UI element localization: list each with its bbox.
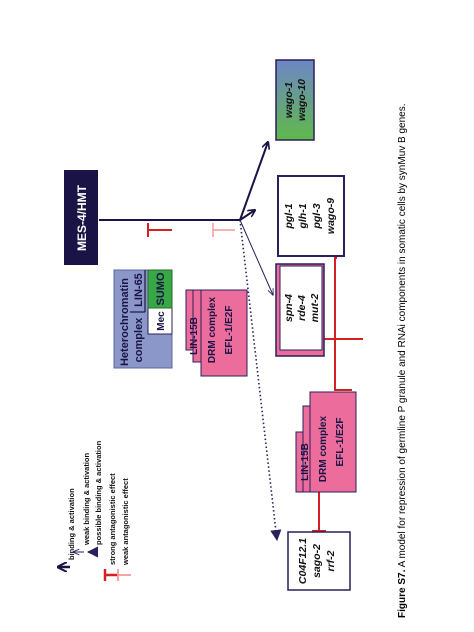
wago-box [275, 59, 315, 141]
c04-line-3: rrf-2 [325, 550, 337, 571]
drm-complex-lower-node: LIN-15B DRM complex EFL-1/E2F [295, 391, 357, 493]
drm-lower-drm: DRM complex [318, 416, 329, 483]
wago-line-2: wago-10 [296, 79, 308, 121]
drm-upper-efl: EFL-1/E2F [224, 306, 235, 355]
edge-drm-lower-pgl-inhibit [334, 257, 352, 391]
drm-upper-drm: DRM complex [207, 297, 218, 364]
drm-lower-lin15b: LIN-15B [300, 443, 311, 481]
pgl-box-node: pgl-1 glh-1 pgl-3 wago-9 [277, 175, 345, 257]
legend-label: weak antagonistic effect [121, 478, 130, 566]
legend-item-weak: weak antagonistic effect [117, 478, 131, 581]
legend-item-strong: strong antagonistic effect [103, 473, 118, 581]
pgl-line-4: wago-9 [325, 198, 337, 234]
drm-lower-efl: EFL-1/E2F [335, 418, 346, 467]
edges [99, 142, 363, 542]
spn-line-1: spn-4 [283, 294, 295, 322]
drm-upper-stack-1 [200, 289, 248, 377]
legend-label: binding & activation [67, 488, 76, 560]
rotated-figure: Figure S7. A model for repression of ger… [58, 59, 408, 618]
mec-label: Mec [156, 311, 167, 331]
spn-line-3: mut-2 [309, 294, 321, 323]
edge-mes4-spn [239, 219, 273, 295]
pgl-box [277, 175, 345, 257]
legend: binding & activation weak binding & acti… [58, 440, 131, 581]
caption-text: A model for repression of germline P gra… [397, 103, 408, 569]
c04-line-1: C04F12.1 [297, 538, 309, 584]
c04-box [287, 531, 351, 591]
spn-line-2: rde-4 [296, 295, 308, 321]
drm-lower-stack-1 [309, 391, 357, 493]
legend-item-dotted: possible binding & activation [86, 440, 103, 558]
lin65-label: LIN-65 [133, 273, 145, 307]
heterochromatin-label-2: complex [133, 317, 145, 363]
sumo-label: SUMO [155, 272, 167, 305]
legend-item-bold: binding & activation [58, 488, 76, 567]
spn-box-node: spn-4 rde-4 mut-2 [275, 263, 325, 357]
edge-mes4-c04 [239, 219, 282, 542]
figure-caption: Figure S7. A model for repression of ger… [397, 103, 408, 618]
pgl-line-3: pgl-3 [311, 203, 323, 229]
spn-inner-box [279, 265, 323, 351]
mes4-hmt-node: MES-4/HMT [64, 170, 98, 265]
legend-label: possible binding & activation [94, 440, 103, 545]
mes4-hmt-label: MES-4/HMT [75, 184, 89, 251]
drm-upper-lin15b: LIN-15B [189, 317, 200, 355]
c04-box-node: C04F12.1 sago-2 rrf-2 [287, 531, 351, 591]
wago-box-node: wago-1 wago-10 [275, 59, 315, 141]
drm-complex-upper-node: LIN-15B DRM complex EFL-1/E2F [185, 289, 248, 377]
legend-label: strong antagonistic effect [108, 473, 117, 565]
heterochromatin-label-1: Heterochromatin [119, 278, 131, 366]
pgl-line-1: pgl-1 [283, 203, 295, 229]
legend-label: weak binding & activation [82, 452, 91, 546]
edge-mes4-wago [239, 142, 268, 221]
pgl-line-2: glh-1 [297, 203, 309, 229]
sumo-box [147, 269, 173, 309]
wago-line-1: wago-1 [283, 82, 295, 118]
mes4-hmt-box [64, 170, 98, 265]
heterochromatin-complex-node: Heterochromatin complex LIN-65 Mec SUMO [113, 269, 173, 369]
caption-bold: Figure S7. [397, 569, 408, 618]
edge-mes4-pgl [239, 210, 255, 221]
legend-item-thin: weak binding & activation [73, 452, 91, 552]
c04-line-2: sago-2 [311, 544, 323, 578]
